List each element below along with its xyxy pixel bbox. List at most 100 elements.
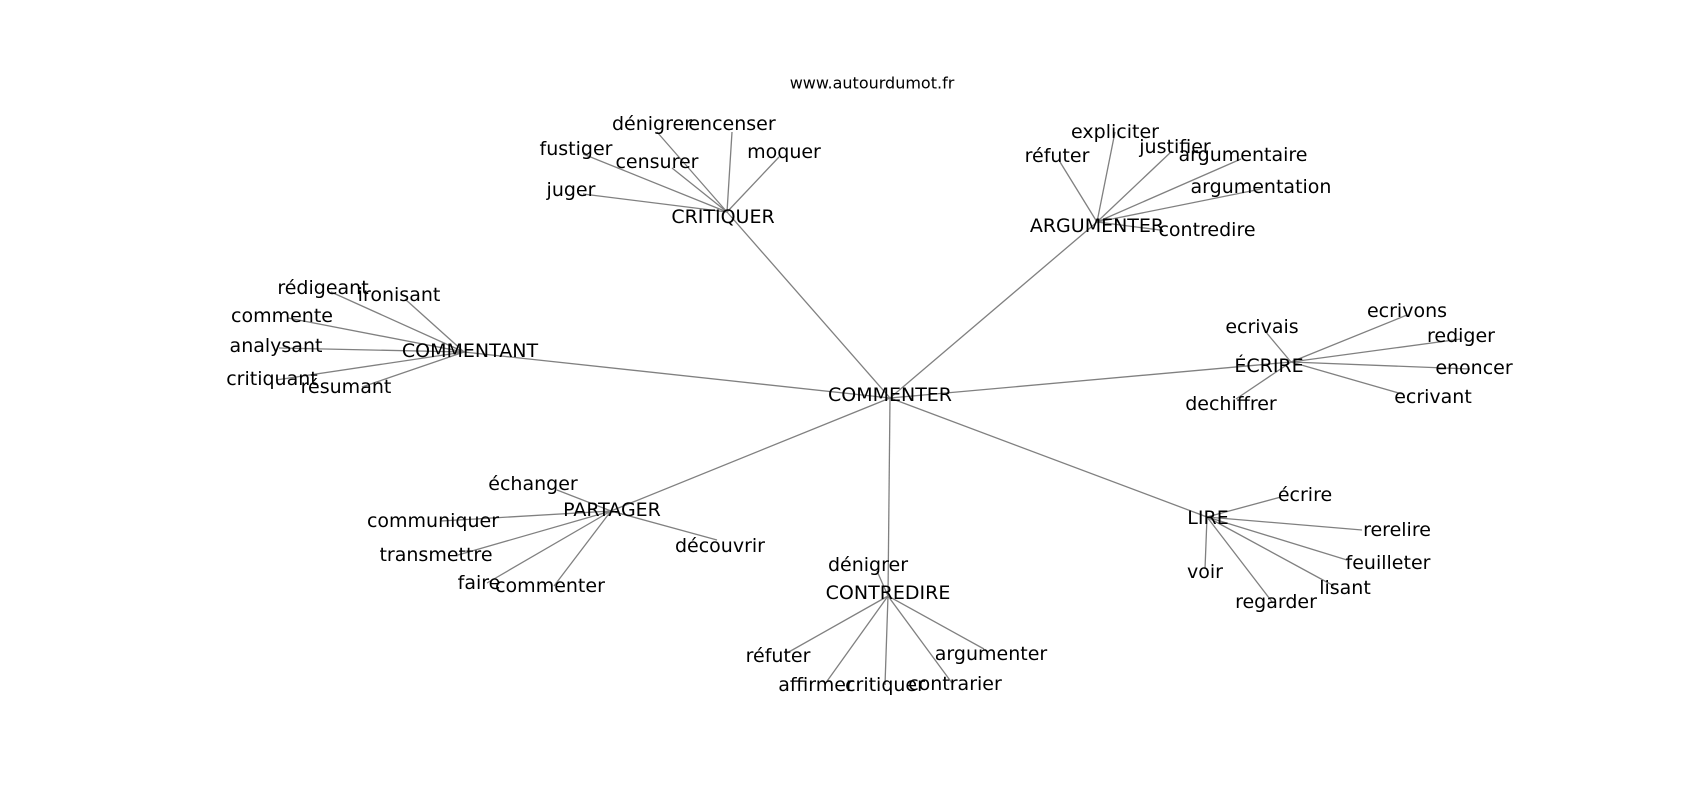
word-node-critiquer-fustiger[interactable]: fustiger [540, 138, 613, 160]
edge-center-argumenter [889, 221, 1098, 399]
hub-node-commentant[interactable]: COMMENTANT [402, 340, 539, 362]
word-node-ecrire-enoncer[interactable]: enoncer [1435, 357, 1513, 379]
edge-center-partager [610, 397, 891, 512]
word-node-argumenter-argumentation[interactable]: argumentation [1191, 176, 1332, 198]
word-node-argumenter-argumentaire[interactable]: argumentaire [1179, 144, 1308, 166]
word-node-partager-faire[interactable]: faire [458, 572, 501, 594]
edge-contredire-refuter [786, 595, 889, 654]
word-node-commentant-redigeant[interactable]: rédigeant [277, 277, 368, 299]
word-node-lire-rerelire[interactable]: rerelire [1363, 519, 1431, 541]
edge-ecrire-dechiffrer [1235, 361, 1292, 400]
edge-center-ecrire [889, 361, 1292, 399]
word-node-argumenter-contredire[interactable]: contredire [1158, 219, 1255, 241]
word-node-argumenter-justifier[interactable]: justifier [1138, 136, 1211, 158]
hub-node-critiquer[interactable]: CRITIQUER [671, 206, 774, 228]
word-node-commentant-ironisant[interactable]: ironisant [358, 284, 441, 306]
edge-lire-rerelire [1206, 516, 1363, 531]
word-node-lire-regarder[interactable]: regarder [1235, 591, 1317, 613]
edge-critiquer-fustiger [582, 153, 728, 213]
word-node-contredire-refuter[interactable]: réfuter [746, 645, 811, 667]
edge-argumenter-refuter [1059, 161, 1098, 223]
word-node-contredire-critiquer[interactable]: critiquer [845, 674, 925, 696]
edge-partager-decouvrir [610, 510, 718, 541]
edge-lire-lisant [1206, 516, 1335, 587]
edge-contredire-denigrer [876, 570, 889, 597]
graph-edges [275, 131, 1471, 686]
hub-node-contredire[interactable]: CONTREDIRE [826, 582, 951, 604]
edge-contredire-contrarier [887, 595, 953, 684]
word-node-contredire-denigrer[interactable]: dénigrer [828, 554, 908, 576]
edge-contredire-argumenter [887, 595, 985, 650]
word-node-ecrire-dechiffrer[interactable]: dechiffrer [1185, 393, 1277, 415]
word-node-partager-commenter[interactable]: commenter [495, 575, 605, 597]
word-node-lire-ecrire[interactable]: écrire [1278, 484, 1332, 506]
edge-ecrire-ecrivais [1264, 330, 1292, 363]
word-node-ecrire-ecrivant[interactable]: ecrivant [1394, 386, 1472, 408]
hub-node-lire[interactable]: LIRE [1187, 507, 1228, 529]
word-node-partager-transmettre[interactable]: transmettre [379, 544, 492, 566]
word-node-partager-echanger[interactable]: échanger [488, 473, 578, 495]
edge-commentant-ironisant [404, 298, 465, 353]
word-node-lire-voir[interactable]: voir [1187, 561, 1223, 583]
word-node-commentant-resumant[interactable]: résumant [301, 376, 392, 398]
edge-lire-voir [1204, 516, 1208, 570]
edge-argumenter-justifier [1096, 150, 1173, 223]
edge-critiquer-encenser [726, 131, 733, 213]
edge-commentant-critiquant [275, 351, 465, 381]
word-node-contredire-argumenter[interactable]: argumenter [935, 643, 1048, 665]
edge-contredire-affirmer [824, 595, 889, 685]
edge-critiquer-denigrer [656, 131, 728, 213]
edge-ecrire-ecrivons [1290, 314, 1408, 363]
graph-labels: CRITIQUERdénigrerencenserfustigercensure… [226, 113, 1513, 696]
edge-argumenter-argumentation [1096, 188, 1262, 223]
word-node-commentant-analysant[interactable]: analysant [230, 335, 323, 357]
word-node-commentant-commente[interactable]: commente [231, 305, 333, 327]
word-node-contredire-contrarier[interactable]: contrarier [908, 673, 1002, 695]
edge-critiquer-juger [582, 193, 728, 213]
edge-partager-communiquer [440, 510, 612, 522]
word-node-argumenter-expliciter[interactable]: expliciter [1071, 121, 1159, 143]
edge-commentant-analysant [278, 347, 465, 353]
edge-critiquer-moquer [726, 156, 780, 213]
edge-partager-transmettre [457, 510, 612, 556]
word-node-lire-feuilleter[interactable]: feuilleter [1346, 552, 1431, 574]
word-node-critiquer-moquer[interactable]: moquer [747, 141, 821, 163]
word-node-ecrire-ecrivons[interactable]: ecrivons [1367, 300, 1447, 322]
word-node-argumenter-refuter[interactable]: réfuter [1025, 145, 1090, 167]
edge-ecrire-ecrivant [1290, 361, 1403, 395]
edge-ecrire-enoncer [1290, 361, 1471, 370]
edge-lire-ecrire [1206, 496, 1282, 518]
source-watermark: www.autourdumot.fr [790, 74, 955, 93]
word-node-critiquer-encenser[interactable]: encenser [688, 113, 775, 135]
edge-commentant-commente [287, 317, 465, 353]
edge-partager-faire [486, 510, 612, 584]
edge-critiquer-censurer [671, 167, 728, 213]
edge-commentant-redigeant [330, 291, 465, 353]
edge-lire-regarder [1206, 516, 1274, 604]
edge-lire-feuilleter [1206, 516, 1348, 561]
edge-partager-echanger [556, 489, 612, 512]
word-node-ecrire-rediger[interactable]: rediger [1427, 325, 1495, 347]
word-node-partager-communiquer[interactable]: communiquer [367, 510, 499, 532]
edge-argumenter-contredire [1096, 221, 1161, 231]
hub-node-argumenter[interactable]: ARGUMENTER [1030, 215, 1164, 237]
center-node-commenter[interactable]: COMMENTER [828, 384, 952, 406]
hub-node-ecrire[interactable]: ÉCRIRE [1234, 354, 1303, 377]
edge-center-critiquer [726, 211, 891, 399]
word-node-lire-lisant[interactable]: lisant [1319, 577, 1371, 599]
word-node-critiquer-denigrer[interactable]: dénigrer [612, 113, 692, 135]
edge-ecrire-rediger [1290, 338, 1462, 363]
edge-argumenter-argumentaire [1096, 158, 1242, 223]
edge-partager-commenter [553, 510, 612, 587]
edge-commentant-resumant [361, 351, 465, 388]
word-node-contredire-affirmer[interactable]: affirmer [778, 674, 854, 696]
word-node-partager-decouvrir[interactable]: découvrir [675, 535, 765, 557]
word-node-critiquer-juger[interactable]: juger [546, 179, 596, 201]
edge-center-lire [889, 397, 1208, 518]
word-node-commentant-critiquant[interactable]: critiquant [226, 368, 318, 390]
hub-node-partager[interactable]: PARTAGER [563, 499, 661, 521]
word-node-critiquer-censurer[interactable]: censurer [615, 151, 698, 173]
edge-center-contredire [887, 397, 891, 597]
word-node-ecrire-ecrivais[interactable]: ecrivais [1225, 316, 1298, 338]
